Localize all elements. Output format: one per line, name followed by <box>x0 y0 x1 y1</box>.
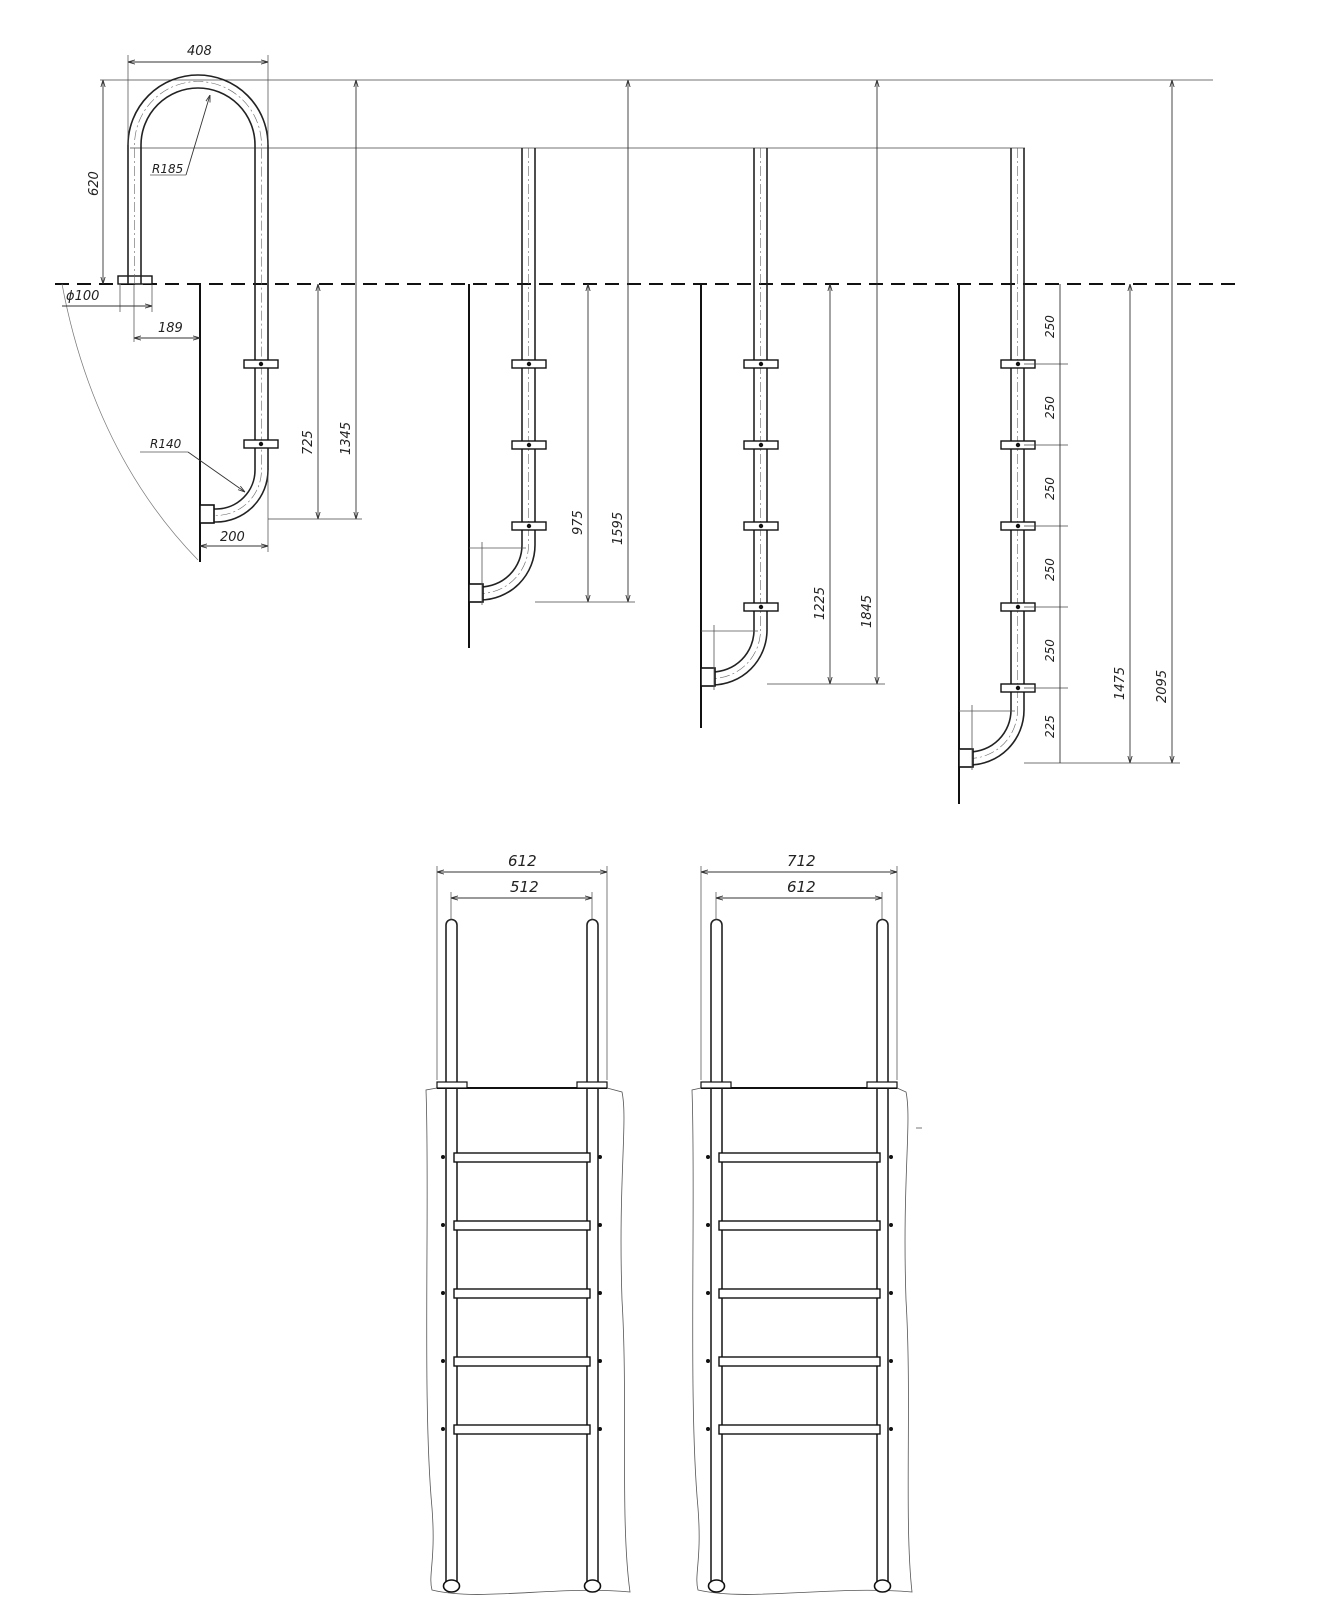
wall-anchor <box>700 667 716 687</box>
ladder-rail-left <box>445 918 458 1588</box>
ladder-rail-left <box>710 918 723 1588</box>
deck-flange <box>117 275 153 285</box>
dim-step-spacing: 250 <box>1043 558 1057 581</box>
rail-foot <box>873 1579 892 1593</box>
dim-bottom-offset: 200 <box>220 530 245 545</box>
front-view-2: 712 612 <box>691 852 922 1595</box>
ladder-rail-outer <box>469 148 536 601</box>
dim-bottom-radius: R140 <box>150 437 182 451</box>
wall-anchor <box>958 748 974 768</box>
front-view-1: 612 512 <box>425 852 631 1595</box>
ladder-rail-outer <box>701 148 768 686</box>
rail-foot <box>707 1579 726 1593</box>
ladder-rail-outer <box>959 148 1025 766</box>
dim-flange-diameter: ϕ100 <box>66 289 99 304</box>
step-clamp <box>511 521 547 531</box>
ladder-rail-inner <box>959 148 1012 753</box>
rail-foot <box>442 1579 461 1593</box>
step-clamp <box>243 439 279 449</box>
ladder-4-dimensions: 250 250 250 250 250 225 1475 2095 <box>1024 80 1180 764</box>
ladder-step <box>706 1356 893 1367</box>
handrail-outer <box>127 74 269 523</box>
ladder-step <box>441 1424 602 1435</box>
dim-total-height-3: 1845 <box>860 595 875 628</box>
dim-wall-offset: 189 <box>158 321 183 336</box>
pool-pit-outline <box>425 1087 631 1595</box>
ladder-rail-inner <box>701 148 755 673</box>
dim-total-height-1: 1345 <box>339 422 354 455</box>
ladder-3-side-view <box>700 148 779 728</box>
ladder-step <box>441 1220 602 1231</box>
ladder-3-dimensions: 1225 1845 <box>767 80 885 685</box>
ladder-step <box>706 1288 893 1299</box>
rail-foot <box>583 1579 602 1593</box>
ladder-step <box>441 1288 602 1299</box>
dim-handrail-height: 620 <box>87 171 102 196</box>
wall-anchor <box>468 583 484 603</box>
ladder-1-side-view <box>61 74 279 562</box>
ladder-step <box>441 1152 602 1163</box>
step-clamp <box>743 521 779 531</box>
dim-inner-width-2: 612 <box>787 878 816 896</box>
dim-step-spacing: 250 <box>1043 315 1057 338</box>
dim-total-height-4: 2095 <box>1155 670 1170 703</box>
ladder-2-side-view <box>468 148 547 648</box>
ladder-step <box>706 1220 893 1231</box>
step-clamp <box>743 602 779 612</box>
dim-underwater-depth-2: 975 <box>571 510 586 535</box>
dim-step-spacing: 250 <box>1043 639 1057 662</box>
dim-total-height-2: 1595 <box>611 512 626 545</box>
ladder-rail-right <box>586 918 599 1588</box>
dim-underwater-depth-1: 725 <box>301 430 316 455</box>
step-clamp <box>743 359 779 369</box>
dim-step-spacing: 250 <box>1043 477 1057 500</box>
ladder-step <box>706 1424 893 1435</box>
dim-outer-width-2: 712 <box>787 852 816 870</box>
dim-step-spacing: 250 <box>1043 396 1057 419</box>
step-clamp <box>511 440 547 450</box>
ladder-4-side-view <box>958 148 1036 804</box>
wall-anchor <box>199 504 215 524</box>
dim-inner-width-1: 512 <box>510 878 539 896</box>
ladder-rail-right <box>876 918 889 1588</box>
ladder-step <box>441 1356 602 1367</box>
dim-handrail-radius: R185 <box>152 162 183 176</box>
step-clamp <box>243 359 279 369</box>
dim-outer-width-1: 612 <box>508 852 537 870</box>
ladder-2-dimensions: 975 1595 <box>535 80 635 603</box>
soil-section <box>61 283 199 561</box>
step-clamp <box>511 359 547 369</box>
dim-underwater-depth-4: 1475 <box>1113 667 1128 700</box>
dim-top-width: 408 <box>187 44 212 59</box>
step-clamp <box>743 440 779 450</box>
dim-bottom-step-spacing: 225 <box>1043 715 1057 738</box>
dim-underwater-depth-3: 1225 <box>813 587 828 620</box>
pool-pit-outline <box>691 1087 913 1595</box>
ladder-1-dimensions: 408 620 R185 ϕ100 189 R140 200 725 1345 <box>62 44 362 552</box>
handrail-inner <box>140 87 256 510</box>
ladder-rail-inner <box>469 148 523 588</box>
ladder-step <box>706 1152 893 1163</box>
